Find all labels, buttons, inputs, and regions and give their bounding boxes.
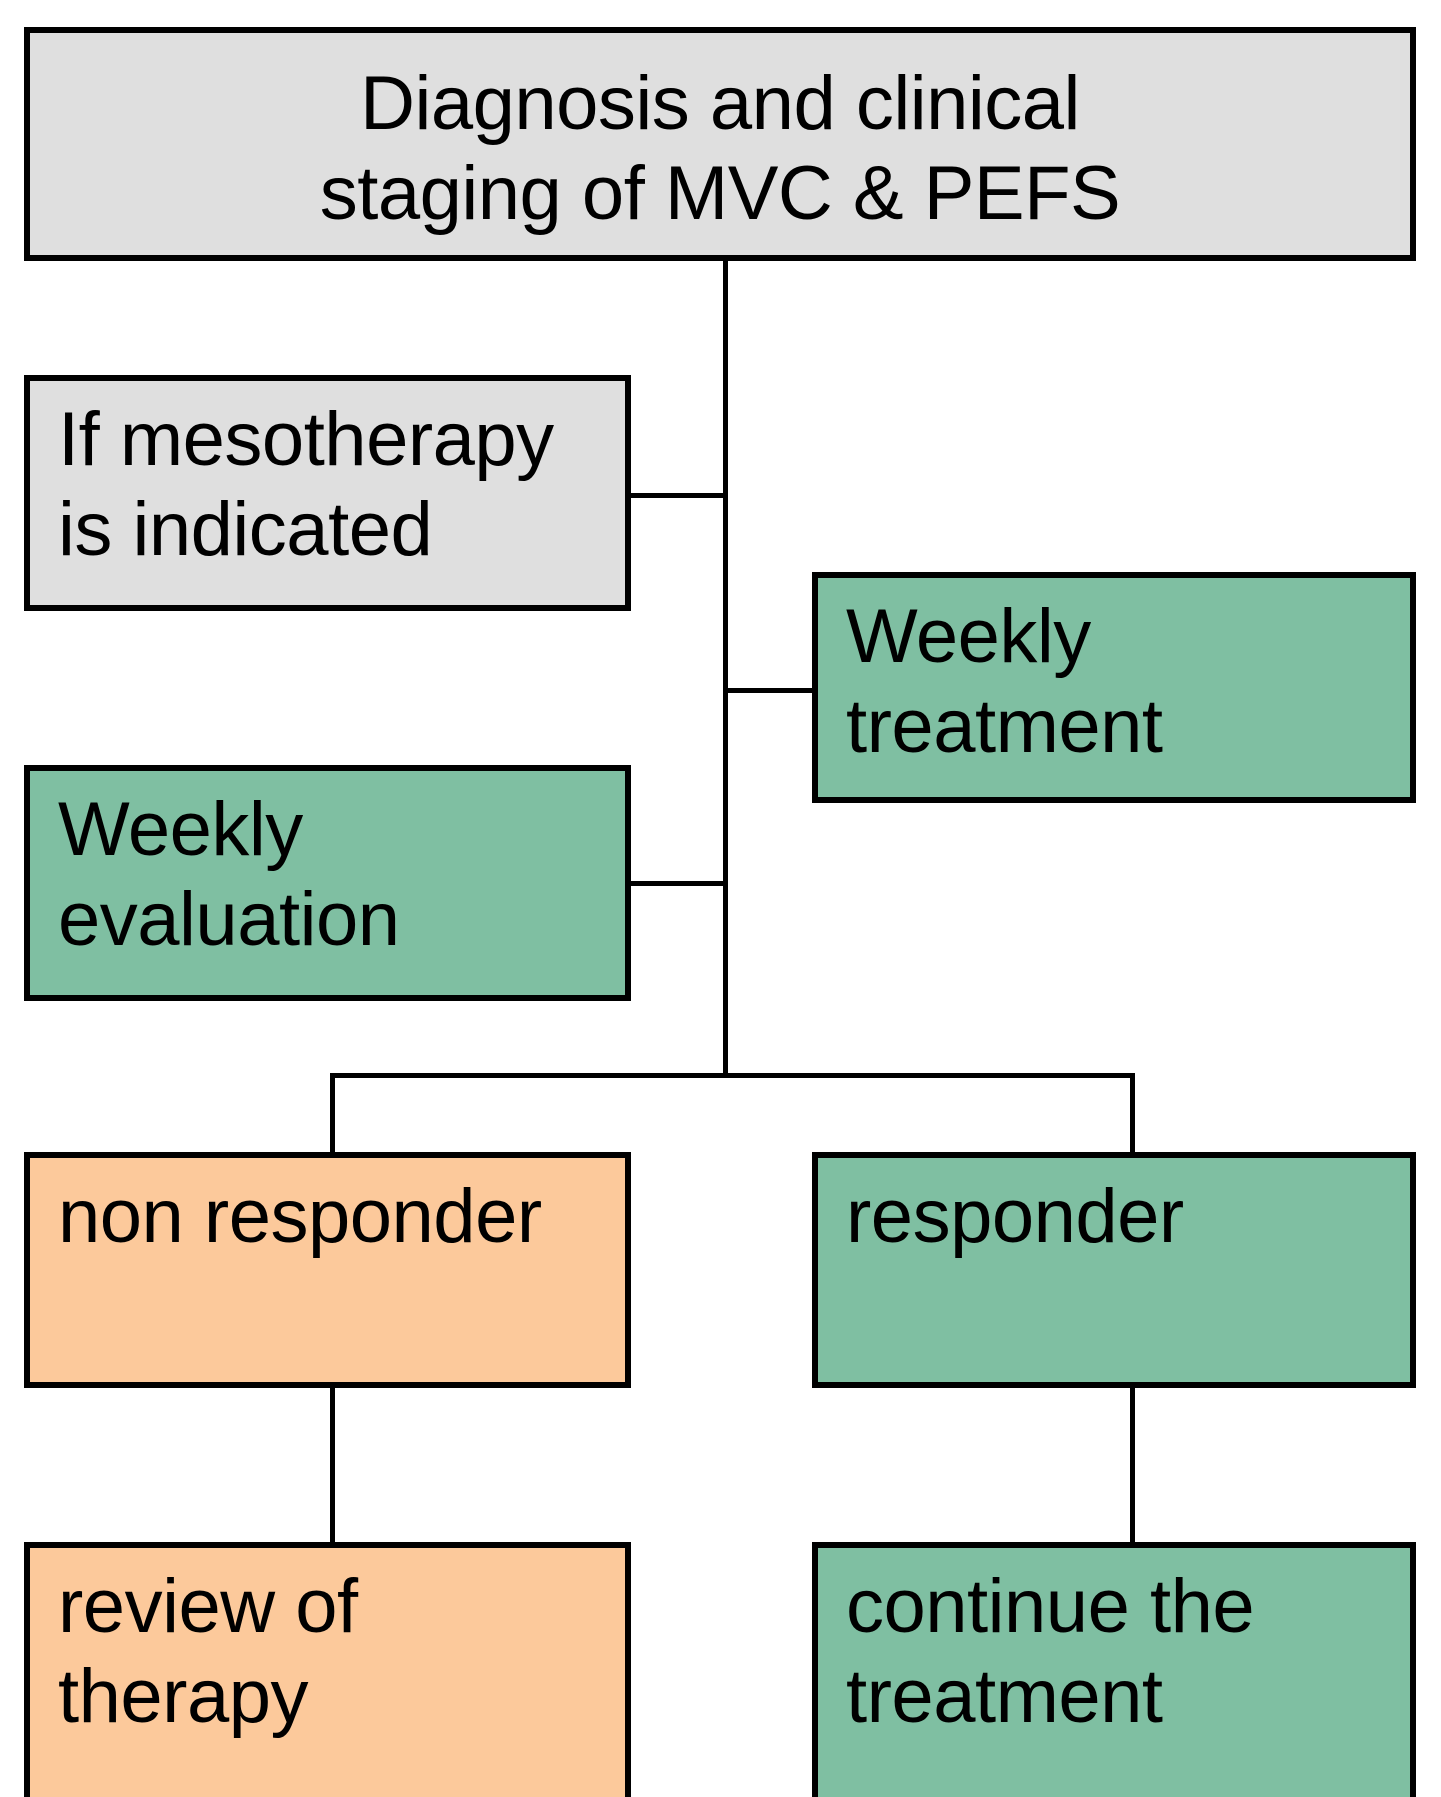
edge-split-right-drop bbox=[1130, 1073, 1135, 1155]
node-non-responder[interactable]: non responder bbox=[24, 1152, 631, 1388]
node-indication[interactable]: If mesotherapy is indicated bbox=[24, 375, 631, 611]
node-diagnosis[interactable]: Diagnosis and clinical staging of MVC & … bbox=[24, 27, 1416, 261]
edge-nonresponder-to-review bbox=[330, 1385, 335, 1545]
node-responder[interactable]: responder bbox=[812, 1152, 1416, 1388]
node-review-therapy[interactable]: review of therapy bbox=[24, 1542, 631, 1797]
node-non-responder-label: non responder bbox=[58, 1174, 542, 1259]
edge-responder-to-continue bbox=[1130, 1385, 1135, 1545]
edge-to-weekly-treatment bbox=[723, 688, 817, 693]
node-weekly-treatment-label: Weekly treatment bbox=[846, 594, 1163, 769]
node-diagnosis-label: Diagnosis and clinical staging of MVC & … bbox=[319, 61, 1121, 236]
node-indication-label: If mesotherapy is indicated bbox=[58, 397, 554, 572]
node-weekly-evaluation-label: Weekly evaluation bbox=[58, 787, 400, 962]
edge-to-weekly-evaluation bbox=[626, 881, 726, 886]
node-responder-label: responder bbox=[846, 1174, 1184, 1259]
node-weekly-treatment[interactable]: Weekly treatment bbox=[812, 572, 1416, 803]
edge-split-left-drop bbox=[330, 1073, 335, 1155]
node-review-therapy-label: review of therapy bbox=[58, 1564, 358, 1739]
node-continue-treatment-label: continue the treatment bbox=[846, 1564, 1255, 1739]
edge-split-bar bbox=[330, 1073, 1135, 1078]
edge-to-indication bbox=[626, 493, 726, 498]
node-continue-treatment[interactable]: continue the treatment bbox=[812, 1542, 1416, 1797]
edge-spine-main bbox=[723, 260, 728, 1077]
node-weekly-evaluation[interactable]: Weekly evaluation bbox=[24, 765, 631, 1001]
